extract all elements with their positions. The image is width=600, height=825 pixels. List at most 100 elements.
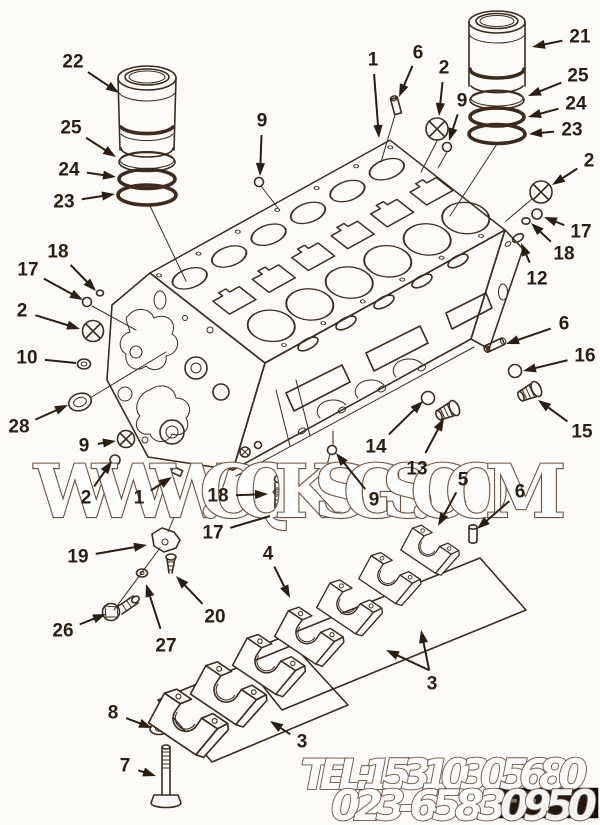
callout-number-24: 24	[565, 94, 587, 115]
dowel-pin	[167, 464, 184, 478]
callout-number-2: 2	[17, 301, 28, 322]
callout-26: 26	[52, 614, 106, 642]
callout-number-4: 4	[263, 544, 274, 565]
pipe-plug	[531, 208, 543, 220]
callout-number-24: 24	[58, 160, 80, 181]
callout-27: 27	[145, 584, 177, 657]
callout-5: 5	[438, 470, 469, 526]
callout-7: 7	[120, 756, 156, 777]
callout-number-17: 17	[202, 523, 223, 544]
callout-number-9: 9	[369, 490, 380, 511]
callout-21: 21	[532, 27, 591, 49]
skirt-openings	[275, 253, 493, 447]
callout-2: 2	[81, 461, 112, 509]
callout-3: 3	[270, 721, 307, 753]
callout-number-3: 3	[297, 732, 308, 753]
ball-stud	[326, 430, 338, 466]
callout-13: 13	[406, 418, 444, 480]
hex-bolt	[101, 595, 141, 622]
callout-number-9: 9	[257, 111, 268, 132]
callout-19: 19	[67, 542, 147, 568]
callout-25: 25	[528, 66, 589, 96]
callout-1: 1	[368, 50, 383, 138]
callout-17: 17	[202, 515, 271, 544]
callout-number-25: 25	[60, 118, 82, 139]
pipe-plug	[253, 176, 265, 188]
callout-18: 18	[531, 223, 575, 265]
screw	[165, 553, 177, 574]
callout-number-10: 10	[16, 348, 37, 369]
callout-number-1: 1	[134, 488, 145, 509]
callout-number-28: 28	[8, 417, 29, 438]
cup-plug	[505, 180, 553, 222]
callout-number-19: 19	[67, 547, 88, 568]
callout-number-12: 12	[526, 269, 547, 290]
callout-9: 9	[255, 111, 268, 176]
callout-6: 6	[506, 314, 569, 345]
washer	[76, 358, 92, 370]
cup-plug	[81, 319, 105, 343]
callout-2: 2	[435, 58, 449, 116]
dowel-pin	[389, 95, 403, 116]
main-bearing-bolt	[150, 744, 182, 809]
pipe-plug	[441, 141, 453, 153]
callout-number-22: 22	[62, 52, 83, 73]
callout-number-3: 3	[427, 674, 438, 695]
callout-18: 18	[207, 486, 268, 507]
callout-4: 4	[263, 544, 290, 598]
cylinder-block	[106, 139, 524, 477]
callout-number-27: 27	[155, 636, 176, 657]
small-parts	[67, 95, 553, 809]
callout-number-20: 20	[204, 607, 225, 628]
callout-14: 14	[365, 401, 423, 458]
callout-8: 8	[108, 703, 152, 728]
washer	[135, 568, 149, 578]
callout-number-15: 15	[571, 422, 593, 443]
callout-2: 2	[552, 151, 595, 185]
callout-12: 12	[521, 243, 548, 290]
cup-plug	[420, 117, 449, 173]
callout-number-5: 5	[458, 470, 469, 491]
callout-1: 1	[134, 477, 172, 509]
callout-17: 17	[17, 260, 83, 300]
callout-23: 23	[53, 191, 115, 213]
o-ring	[521, 217, 531, 226]
cup-plug	[116, 429, 136, 449]
callout-24: 24	[528, 94, 587, 119]
threaded-stud	[272, 465, 284, 509]
callout-16: 16	[523, 346, 596, 373]
callout-22: 22	[62, 52, 119, 93]
pipe-plug	[109, 454, 121, 466]
cylinder-liner-right	[449, 10, 527, 217]
callout-9: 9	[336, 453, 379, 511]
callout-6: 6	[477, 482, 525, 529]
callout-24: 24	[58, 160, 116, 181]
watermark-tel-line2: 023-65830950	[331, 781, 597, 825]
callout-15: 15	[538, 400, 593, 443]
callout-2: 2	[17, 301, 80, 330]
threaded-plug	[517, 380, 543, 402]
callout-number-26: 26	[52, 621, 73, 642]
callout-number-9: 9	[457, 91, 468, 112]
callout-number-18: 18	[553, 244, 574, 265]
callout-28: 28	[8, 405, 68, 438]
part-label-box	[496, 787, 599, 819]
rail-fittings	[239, 440, 263, 458]
callout-number-18: 18	[207, 486, 228, 507]
threaded-plug	[435, 399, 461, 421]
callout-9: 9	[79, 436, 116, 457]
callout-number-6: 6	[413, 43, 424, 64]
callout-number-18: 18	[47, 242, 68, 263]
callout-number-14: 14	[365, 437, 387, 458]
callout-number-17: 17	[17, 260, 38, 281]
callout-23: 23	[529, 120, 583, 141]
callout-3: 3	[386, 630, 437, 695]
callout-number-7: 7	[120, 756, 131, 777]
dowel-pin	[483, 337, 507, 353]
callout-number-8: 8	[108, 703, 119, 724]
callout-number-17: 17	[570, 222, 591, 243]
callout-17: 17	[544, 217, 592, 243]
callout-number-2: 2	[584, 151, 595, 172]
